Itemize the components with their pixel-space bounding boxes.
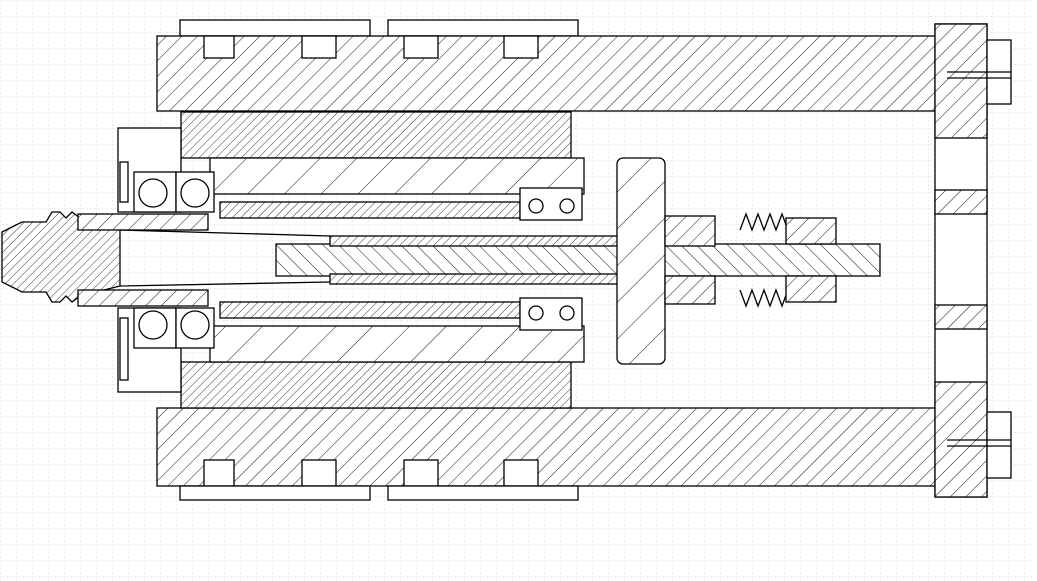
front-angular-bearings bbox=[133, 171, 215, 349]
top-clamp-blocks bbox=[179, 19, 579, 37]
upper-motor-stator bbox=[180, 111, 572, 159]
disc-spring-stack bbox=[739, 212, 837, 308]
upper-housing-rail bbox=[156, 35, 938, 112]
rear-end-plate bbox=[934, 23, 1012, 498]
drive-gear bbox=[616, 157, 666, 365]
rear-bearings bbox=[519, 187, 583, 331]
collet-nose bbox=[1, 211, 331, 307]
gear-hub bbox=[664, 215, 716, 305]
main-spindle-shaft bbox=[275, 235, 881, 285]
bottom-clamp-blocks bbox=[179, 485, 579, 501]
lower-motor-stator bbox=[180, 361, 572, 409]
lower-housing-rail bbox=[156, 407, 938, 487]
front-bearing-housing bbox=[117, 127, 182, 393]
